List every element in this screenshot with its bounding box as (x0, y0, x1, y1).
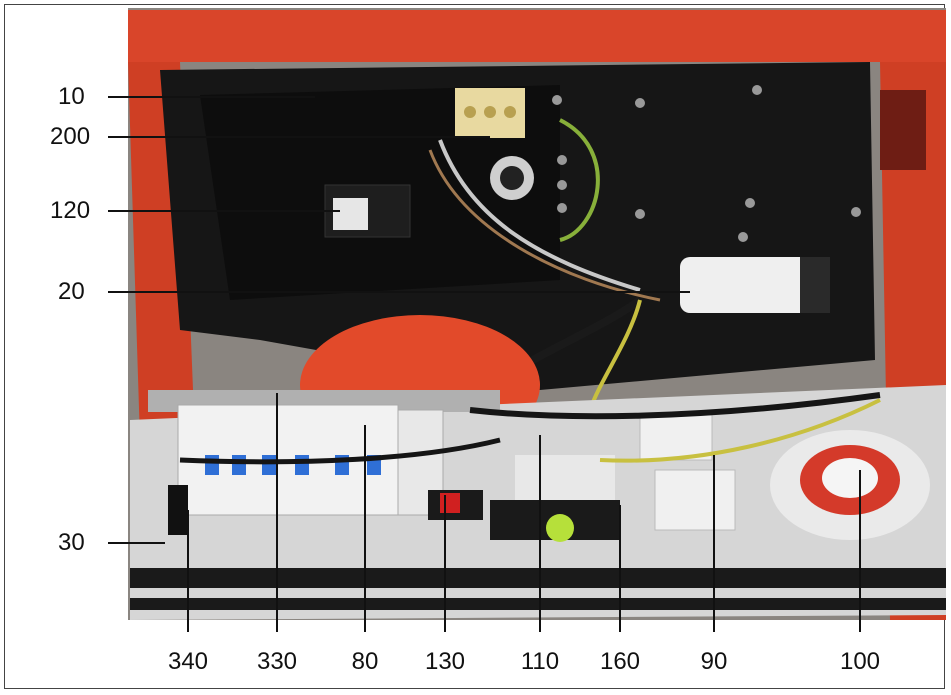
callout-110: 110 (520, 648, 560, 675)
right-vent (880, 90, 926, 170)
callout-200: 200 (50, 123, 91, 150)
base-black-strip (130, 568, 946, 588)
callout-80: 80 (351, 648, 379, 675)
contactor-lower (654, 469, 736, 531)
callout-160: 160 (599, 648, 641, 675)
callout-120: 120 (50, 197, 91, 224)
callout-30: 30 (58, 529, 85, 556)
callout-330: 330 (256, 648, 298, 675)
relay (515, 455, 615, 500)
callout-20: 20 (58, 278, 85, 305)
callout-340: 340 (167, 648, 209, 675)
callout-100: 100 (839, 648, 881, 675)
callout-10: 10 (58, 83, 85, 110)
capacitor (680, 257, 810, 313)
callout-130: 130 (424, 648, 466, 675)
leader-lines (108, 96, 861, 632)
mounting-bracket (168, 485, 188, 535)
top-frame-bar (128, 10, 946, 62)
contactor-upper (639, 414, 713, 461)
callout-90: 90 (700, 648, 728, 675)
